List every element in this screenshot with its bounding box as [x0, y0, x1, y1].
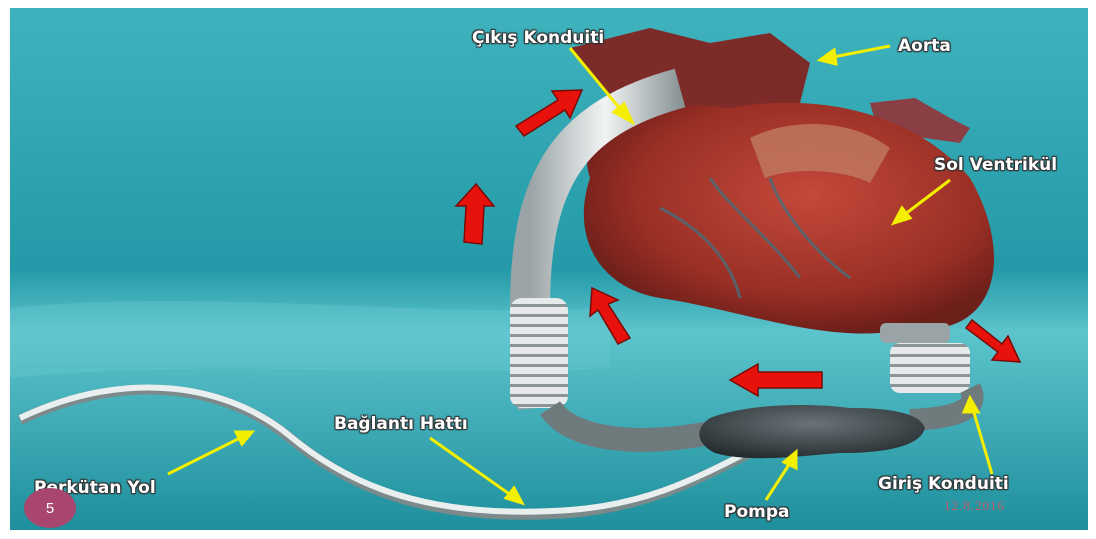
page-number-badge: 5	[24, 488, 76, 528]
illustration-frame: Çıkış Konduiti Aorta Sol Ventrikül Bağla…	[10, 8, 1088, 530]
label-inflow-conduit: Giriş Konduiti	[878, 474, 1009, 494]
inflow-cuff	[880, 323, 950, 343]
outflow-conduit-ribbed	[510, 298, 568, 408]
inflow-conduit	[890, 343, 970, 393]
label-aorta: Aorta	[898, 36, 951, 56]
label-connection-line: Bağlantı Hattı	[334, 414, 468, 434]
lvad-illustration	[10, 8, 1088, 530]
date-label: 12.8.2016	[944, 498, 1005, 514]
label-left-ventricle: Sol Ventrikül	[934, 155, 1057, 175]
label-outflow-conduit: Çıkış Konduiti	[472, 28, 604, 48]
label-pump: Pompa	[724, 502, 790, 522]
